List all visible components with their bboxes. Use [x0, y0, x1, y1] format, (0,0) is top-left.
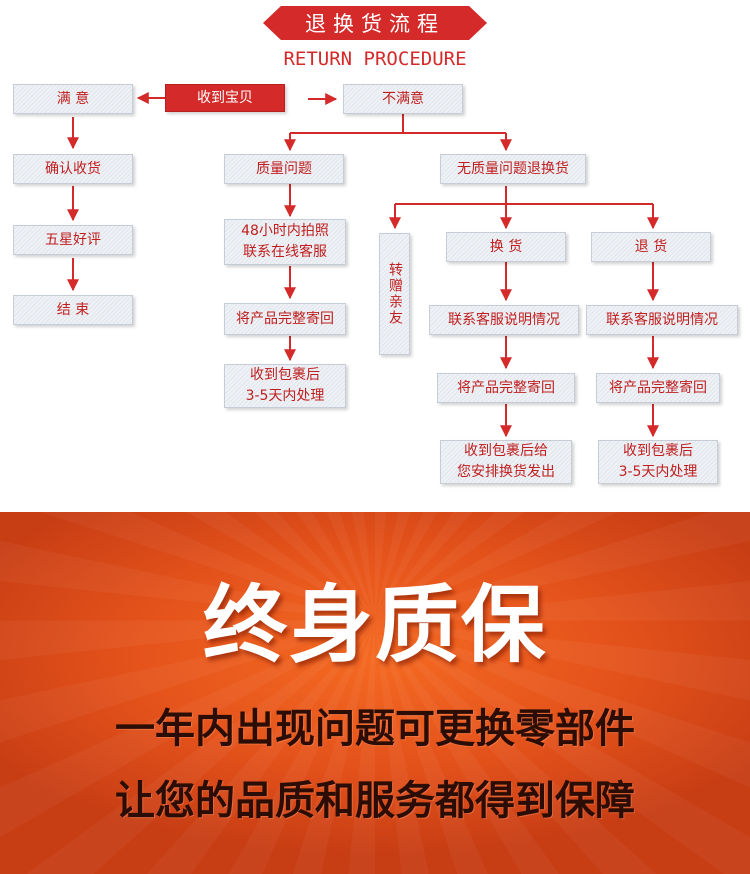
node-refund-step3: 收到包裹后 3-5天内处理 — [598, 440, 718, 484]
page-subtitle: RETURN PROCEDURE — [283, 48, 467, 70]
node-five-star: 五星好评 — [13, 225, 133, 255]
node-refund-step3-line2: 3-5天内处理 — [618, 464, 698, 480]
node-confirm-receipt: 确认收货 — [13, 154, 133, 184]
node-quality-issue: 质量问题 — [224, 154, 344, 184]
node-quality-step3-line1: 收到包裹后 — [250, 367, 320, 383]
node-exchange-step3-line1: 收到包裹后给 — [464, 443, 548, 459]
node-refund-step1: 联系客服说明情况 — [586, 305, 738, 335]
flow-connectors — [67, 92, 659, 438]
node-gift-friend: 转赠亲友 — [379, 233, 410, 355]
node-refund-step3-line1: 收到包裹后 — [623, 443, 693, 459]
node-refund-step2: 将产品完整寄回 — [596, 373, 720, 403]
node-quality-step1: 48小时内拍照 联系在线客服 — [224, 219, 346, 265]
node-quality-step1-line1: 48小时内拍照 — [241, 223, 329, 239]
node-quality-step2: 将产品完整寄回 — [224, 303, 346, 335]
node-refund: 退 货 — [591, 232, 711, 262]
node-received: 收到宝贝 — [165, 84, 285, 112]
node-exchange-step3: 收到包裹后给 您安排换货发出 — [440, 440, 572, 484]
node-end: 结 束 — [13, 295, 133, 325]
warranty-line-1: 一年内出现问题可更换零部件 — [115, 706, 635, 752]
node-quality-step1-line2: 联系在线客服 — [243, 244, 327, 260]
node-quality-step3: 收到包裹后 3-5天内处理 — [224, 364, 346, 408]
node-exchange-step3-line2: 您安排换货发出 — [457, 464, 555, 480]
node-exchange-step1: 联系客服说明情况 — [429, 305, 579, 335]
node-satisfied: 满 意 — [13, 84, 133, 114]
warranty-headline: 终身质保 — [202, 576, 547, 674]
warranty-line-2: 让您的品质和服务都得到保障 — [115, 778, 635, 824]
node-quality-step3-line2: 3-5天内处理 — [245, 388, 325, 404]
lifetime-warranty-banner: 终身质保 一年内出现问题可更换零部件 让您的品质和服务都得到保障 — [0, 512, 750, 874]
node-exchange-step2: 将产品完整寄回 — [437, 373, 575, 403]
return-procedure-section: 退换货流程 RETURN PROCEDURE — [13, 6, 738, 484]
node-exchange: 换 货 — [446, 232, 566, 262]
node-unsatisfied: 不满意 — [343, 84, 463, 114]
node-no-quality-issue: 无质量问题退换货 — [440, 154, 586, 184]
banner-background-rays — [0, 512, 750, 874]
page-title: 退换货流程 — [263, 6, 487, 40]
